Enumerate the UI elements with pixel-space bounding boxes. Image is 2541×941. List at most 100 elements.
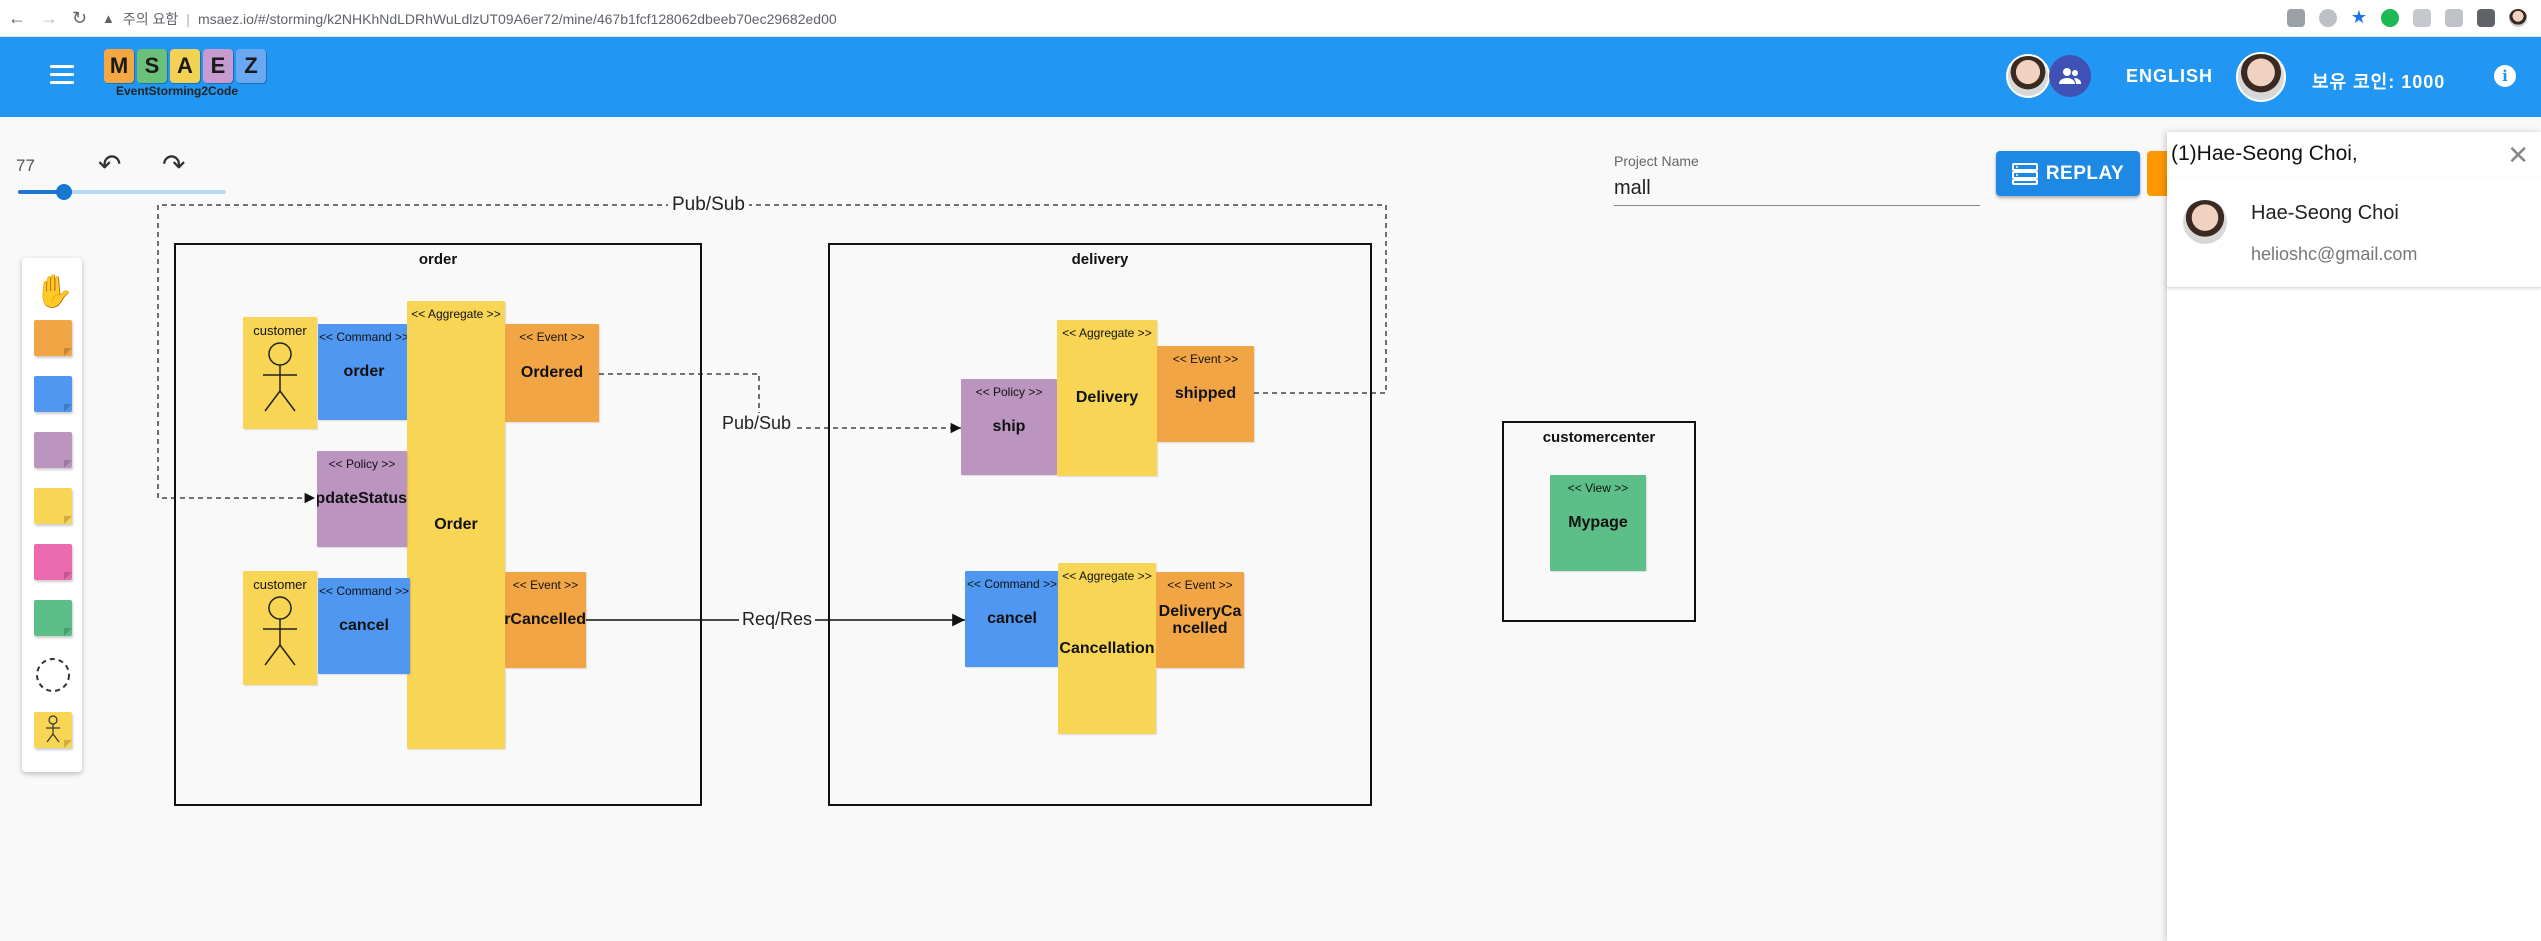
bounded-context-customercenter[interactable]: customercenter: [1502, 421, 1696, 622]
aggregate-sticker-icon[interactable]: [34, 488, 72, 526]
forward-icon[interactable]: →: [40, 8, 58, 28]
bounded-context-title: order: [418, 251, 458, 268]
user-avatar[interactable]: [2236, 52, 2286, 102]
command-cancel-sticker[interactable]: << Command >> cancel: [318, 578, 410, 674]
zoom-level: 77: [16, 156, 35, 175]
actor-figure-icon: [263, 342, 297, 412]
browser-extension-icons: ★: [2286, 7, 2527, 28]
extension-green-icon[interactable]: [2381, 8, 2399, 27]
server-icon: [2011, 162, 2038, 185]
hand-tool-icon[interactable]: ✋: [34, 273, 74, 309]
group-icon[interactable]: [2049, 55, 2091, 97]
url-text: msaez.io/#/storming/k2NHKhNdLDRhWuLdlzUT…: [197, 10, 837, 27]
msaez-logo[interactable]: M S A E Z EventStorming2Code: [104, 49, 270, 103]
sticker-name: ship: [992, 418, 1026, 435]
policy-ship-sticker[interactable]: << Policy >> ship: [961, 379, 1057, 475]
app-bar: M S A E Z EventStorming2Code ENGLISH 보유 …: [0, 37, 2541, 117]
participants-panel: (1)Hae-Seong Choi, ✕ Hae-Seong Choi heli…: [2167, 132, 2541, 941]
sticker-name: OrderCancelled: [505, 611, 586, 628]
zoom-slider[interactable]: [18, 184, 226, 200]
sticker-palette: ✋: [22, 258, 82, 772]
participant-avatar: [2183, 200, 2227, 244]
language-button[interactable]: ENGLISH: [2126, 66, 2214, 86]
translate-icon[interactable]: [2286, 8, 2305, 27]
policy-updatestatus-sticker[interactable]: << Policy >> updateStatus: [317, 451, 407, 547]
bounded-context-icon[interactable]: [34, 656, 72, 694]
reqres-label: Req/Res: [739, 609, 816, 630]
back-icon[interactable]: ←: [8, 8, 26, 28]
security-warning-label: 주의 요함: [122, 10, 179, 27]
sticker-type: << Aggregate >>: [1062, 569, 1152, 583]
address-bar[interactable]: ▲ 주의 요함 | msaez.io/#/storming/k2NHKhNdLD…: [102, 10, 837, 27]
sticker-type: << Command >>: [318, 330, 410, 344]
view-mypage-sticker[interactable]: << View >> Mypage: [1550, 475, 1646, 571]
event-storming-canvas[interactable]: Pub/Sub Pub/Sub Req/Res order delivery c…: [0, 117, 2541, 941]
bounded-context-order[interactable]: order: [174, 243, 702, 806]
pubsub-connection-ordered-ship[interactable]: [599, 373, 961, 434]
aggregate-order-sticker[interactable]: << Aggregate >> Order: [407, 301, 505, 749]
event-deliverycancelled-sticker[interactable]: << Event >> DeliveryCancelled: [1156, 572, 1244, 668]
pubsub-label-middle: Pub/Sub: [719, 413, 795, 434]
sticker-type: << Event >>: [1172, 352, 1239, 366]
actor-label: customer: [253, 323, 307, 338]
event-sticker-icon[interactable]: [34, 320, 72, 358]
logo-letter: E: [203, 49, 233, 83]
sticker-type: << Command >>: [966, 577, 1058, 591]
actor-customer-sticker[interactable]: customer: [243, 571, 317, 685]
logo-letter: Z: [236, 49, 266, 83]
actor-label: customer: [253, 577, 307, 592]
command-sticker-icon[interactable]: [34, 376, 72, 414]
sticker-type: << Policy >>: [328, 457, 396, 471]
bounded-context-title: customercenter: [1542, 429, 1656, 446]
undo-icon[interactable]: ↶: [98, 149, 122, 180]
aggregate-cancellation-sticker[interactable]: << Aggregate >> Cancellation: [1058, 563, 1156, 734]
view-sticker-icon[interactable]: [34, 600, 72, 638]
redo-icon[interactable]: ↷: [162, 149, 186, 180]
sticker-name: Ordered: [520, 364, 584, 381]
logo-letter: M: [104, 49, 134, 83]
bounded-context-title: delivery: [1071, 251, 1129, 268]
bookmark-star-icon[interactable]: ★: [2350, 7, 2367, 27]
command-delivery-cancel-sticker[interactable]: << Command >> cancel: [965, 571, 1059, 667]
actor-figure-icon: [263, 596, 297, 666]
event-ordered-sticker[interactable]: << Event >> Ordered: [505, 324, 599, 422]
command-order-sticker[interactable]: << Command >> order: [318, 324, 410, 420]
actor-customer-sticker[interactable]: customer: [243, 317, 317, 429]
event-ordercancelled-sticker[interactable]: << Event >> OrderCancelled: [505, 572, 586, 668]
participant-card[interactable]: Hae-Seong Choi helioshc@gmail.com: [2167, 178, 2541, 288]
sticker-name: Delivery: [1075, 389, 1139, 406]
bounded-context-delivery[interactable]: delivery: [828, 243, 1372, 806]
sticker-type: << Event >>: [1167, 578, 1233, 592]
pubsub-label-top: Pub/Sub: [668, 194, 749, 216]
hamburger-menu-icon[interactable]: [50, 65, 74, 85]
sticker-type: << Event >>: [519, 330, 585, 344]
info-icon[interactable]: i: [2494, 65, 2516, 87]
project-name-input[interactable]: [1614, 172, 1980, 206]
sticker-type: << Aggregate >>: [1062, 326, 1152, 340]
pubsub-connection-shipped-updatestatus[interactable]: [157, 204, 1387, 504]
participant-email: helioshc@gmail.com: [2251, 244, 2418, 264]
puzzle-icon[interactable]: [2477, 8, 2495, 27]
replay-button[interactable]: REPLAY: [1996, 151, 2140, 196]
event-shipped-sticker[interactable]: << Event >> shipped: [1157, 346, 1254, 442]
aggregate-delivery-sticker[interactable]: << Aggregate >> Delivery: [1057, 320, 1157, 476]
close-icon[interactable]: ✕: [2507, 140, 2529, 170]
orange-action-button[interactable]: [2147, 151, 2167, 196]
zoom-slider-thumb[interactable]: [55, 184, 72, 200]
zoom-icon[interactable]: [2318, 8, 2337, 27]
actor-sticker-icon[interactable]: [34, 712, 72, 750]
policy-sticker-icon[interactable]: [34, 432, 72, 470]
reload-icon[interactable]: ↻: [72, 8, 88, 28]
extension-box-icon[interactable]: [2445, 8, 2463, 27]
sticker-type: << Aggregate >>: [411, 307, 501, 321]
sticker-name: cancel: [987, 610, 1037, 627]
extension-gray-icon[interactable]: [2413, 8, 2431, 27]
collaborator-avatar[interactable]: [2006, 54, 2050, 98]
external-sticker-icon[interactable]: [34, 544, 72, 582]
logo-subtitle: EventStorming2Code: [116, 84, 239, 98]
profile-avatar-icon[interactable]: [2509, 8, 2527, 27]
sticker-name: Cancellation: [1059, 639, 1155, 657]
browser-toolbar: ← → ↻ ▲ 주의 요함 | msaez.io/#/storming/k2NH…: [0, 0, 2541, 37]
logo-letter: S: [137, 49, 167, 83]
sticker-type: << Policy >>: [975, 385, 1043, 399]
